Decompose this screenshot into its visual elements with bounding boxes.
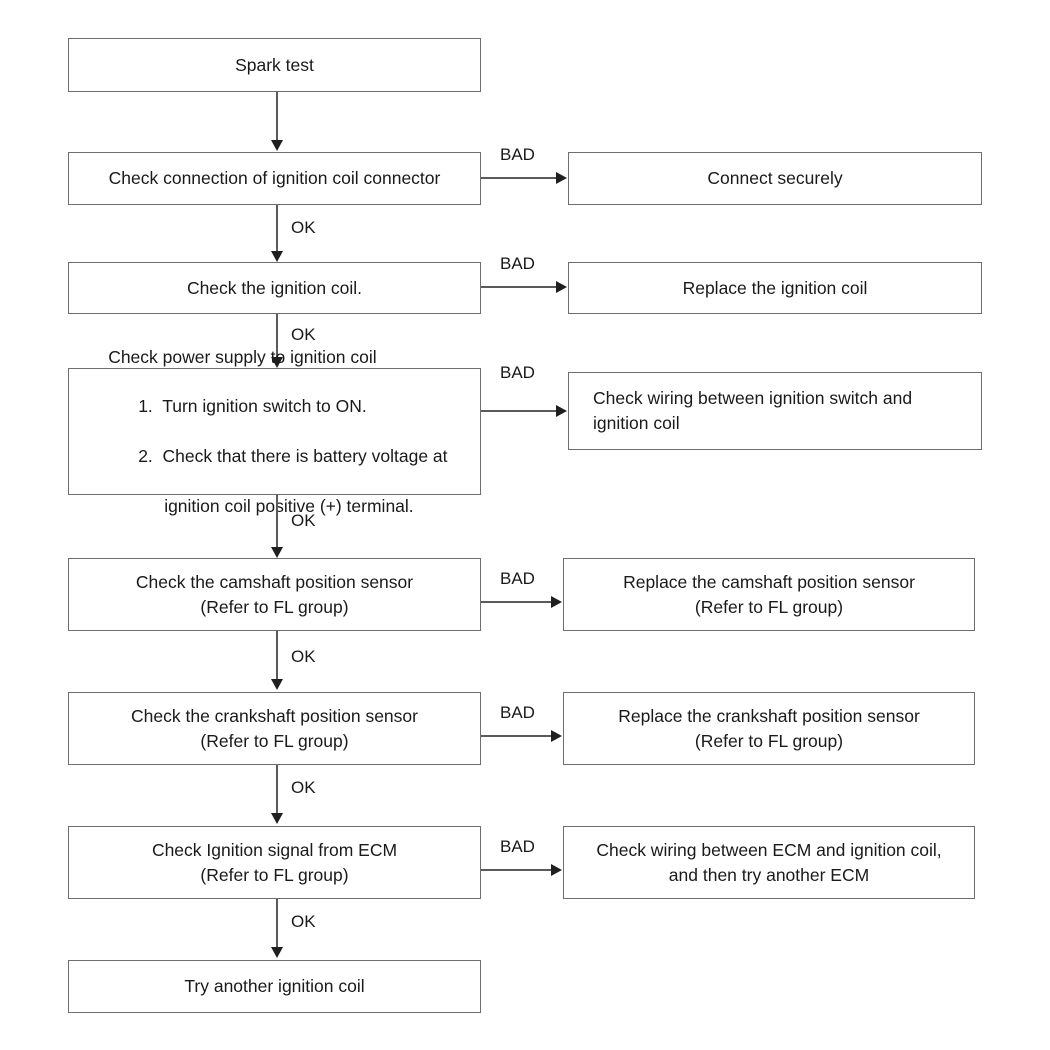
connector-power-bad bbox=[481, 410, 557, 412]
node-check-ignition-signal-ecm-label: Check Ignition signal from ECM (Refer to… bbox=[151, 839, 398, 885]
arrowhead-crankshaft-to-ecm bbox=[270, 813, 283, 824]
edge-label-ok-after-crankshaft: OK bbox=[291, 778, 316, 797]
arrowhead-ecm-to-try-another bbox=[270, 947, 283, 958]
node-check-wiring-ecm-coil-label: Check wiring between ECM and ignition co… bbox=[596, 839, 942, 885]
node-check-power-supply-body: Check power supply to ignition coil 1. T… bbox=[79, 320, 448, 544]
node-connect-securely[interactable]: Connect securely bbox=[568, 152, 982, 205]
node-replace-camshaft-sensor-label: Replace the camshaft position sensor (Re… bbox=[623, 571, 915, 617]
connector-ecm-to-try-another bbox=[276, 899, 278, 949]
edge-label-bad-ignition-signal: BAD bbox=[500, 837, 535, 856]
node-check-camshaft-sensor-label: Check the camshaft position sensor (Refe… bbox=[135, 571, 414, 617]
edge-label-ok-after-connector: OK bbox=[291, 218, 316, 237]
node-replace-crankshaft-sensor[interactable]: Replace the crankshaft position sensor (… bbox=[563, 692, 975, 765]
power-supply-heading: Check power supply to ignition coil bbox=[108, 346, 377, 367]
connector-connector-to-coil bbox=[276, 205, 278, 253]
arrowhead-camshaft-bad bbox=[551, 595, 562, 608]
node-check-camshaft-sensor[interactable]: Check the camshaft position sensor (Refe… bbox=[68, 558, 481, 631]
node-check-power-supply[interactable]: Check power supply to ignition coil 1. T… bbox=[68, 347, 481, 516]
node-check-wiring-ecm-coil[interactable]: Check wiring between ECM and ignition co… bbox=[563, 826, 975, 899]
arrowhead-camshaft-to-crankshaft bbox=[270, 679, 283, 690]
connector-coil-to-power bbox=[276, 314, 278, 362]
node-try-another-ignition-coil-label: Try another ignition coil bbox=[184, 976, 365, 997]
edge-label-ok-after-ignition-signal: OK bbox=[291, 912, 316, 931]
node-replace-ignition-coil[interactable]: Replace the ignition coil bbox=[568, 262, 982, 314]
node-check-wiring-switch-coil-label: Check wiring between ignition switch and… bbox=[593, 388, 913, 433]
node-check-wiring-switch-coil[interactable]: Check wiring between ignition switch and… bbox=[568, 372, 982, 450]
connector-coil-bad bbox=[481, 286, 557, 288]
node-spark-test-label: Spark test bbox=[235, 54, 314, 75]
connector-connector-bad bbox=[481, 177, 557, 179]
node-check-ignition-signal-ecm[interactable]: Check Ignition signal from ECM (Refer to… bbox=[68, 826, 481, 899]
connector-spark-to-connector bbox=[276, 92, 278, 141]
arrowhead-connector-bad bbox=[556, 171, 567, 184]
arrowhead-power-to-camshaft bbox=[270, 547, 283, 558]
edge-label-bad-connector: BAD bbox=[500, 145, 535, 164]
arrowhead-crankshaft-bad bbox=[551, 729, 562, 742]
edge-label-bad-power: BAD bbox=[500, 363, 535, 382]
power-supply-step-2-line1: 2. Check that there is battery voltage a… bbox=[138, 445, 448, 466]
arrowhead-coil-bad bbox=[556, 280, 567, 293]
arrowhead-spark-to-connector bbox=[270, 140, 283, 151]
connector-ecm-bad bbox=[481, 869, 552, 871]
edge-label-bad-camshaft: BAD bbox=[500, 569, 535, 588]
node-replace-ignition-coil-label: Replace the ignition coil bbox=[682, 277, 868, 298]
edge-label-ok-after-power: OK bbox=[291, 511, 316, 530]
node-check-coil-connector-label: Check connection of ignition coil connec… bbox=[108, 168, 441, 189]
node-check-coil-connector[interactable]: Check connection of ignition coil connec… bbox=[68, 152, 481, 205]
edge-label-ok-after-camshaft: OK bbox=[291, 647, 316, 666]
arrowhead-power-bad bbox=[556, 404, 567, 417]
edge-label-ok-after-coil: OK bbox=[291, 325, 316, 344]
node-replace-camshaft-sensor[interactable]: Replace the camshaft position sensor (Re… bbox=[563, 558, 975, 631]
arrowhead-connector-to-coil bbox=[270, 251, 283, 262]
connector-camshaft-bad bbox=[481, 601, 552, 603]
connector-power-to-camshaft bbox=[276, 495, 278, 551]
node-replace-crankshaft-sensor-label: Replace the crankshaft position sensor (… bbox=[618, 705, 920, 751]
edge-label-bad-crankshaft: BAD bbox=[500, 703, 535, 722]
connector-crankshaft-bad bbox=[481, 735, 552, 737]
node-connect-securely-label: Connect securely bbox=[707, 168, 843, 189]
node-try-another-ignition-coil[interactable]: Try another ignition coil bbox=[68, 960, 481, 1013]
edge-label-bad-coil: BAD bbox=[500, 254, 535, 273]
connector-crankshaft-to-ecm bbox=[276, 765, 278, 815]
node-check-crankshaft-sensor[interactable]: Check the crankshaft position sensor (Re… bbox=[68, 692, 481, 765]
node-check-ignition-coil[interactable]: Check the ignition coil. bbox=[68, 262, 481, 314]
node-spark-test[interactable]: Spark test bbox=[68, 38, 481, 92]
arrowhead-coil-to-power bbox=[270, 357, 283, 368]
node-check-ignition-coil-label: Check the ignition coil. bbox=[186, 277, 363, 298]
arrowhead-ecm-bad bbox=[551, 863, 562, 876]
connector-camshaft-to-crankshaft bbox=[276, 631, 278, 681]
power-supply-step-1: 1. Turn ignition switch to ON. bbox=[138, 396, 367, 417]
node-check-crankshaft-sensor-label: Check the crankshaft position sensor (Re… bbox=[131, 705, 418, 751]
power-supply-step-2-line2: ignition coil positive (+) terminal. bbox=[164, 495, 414, 516]
